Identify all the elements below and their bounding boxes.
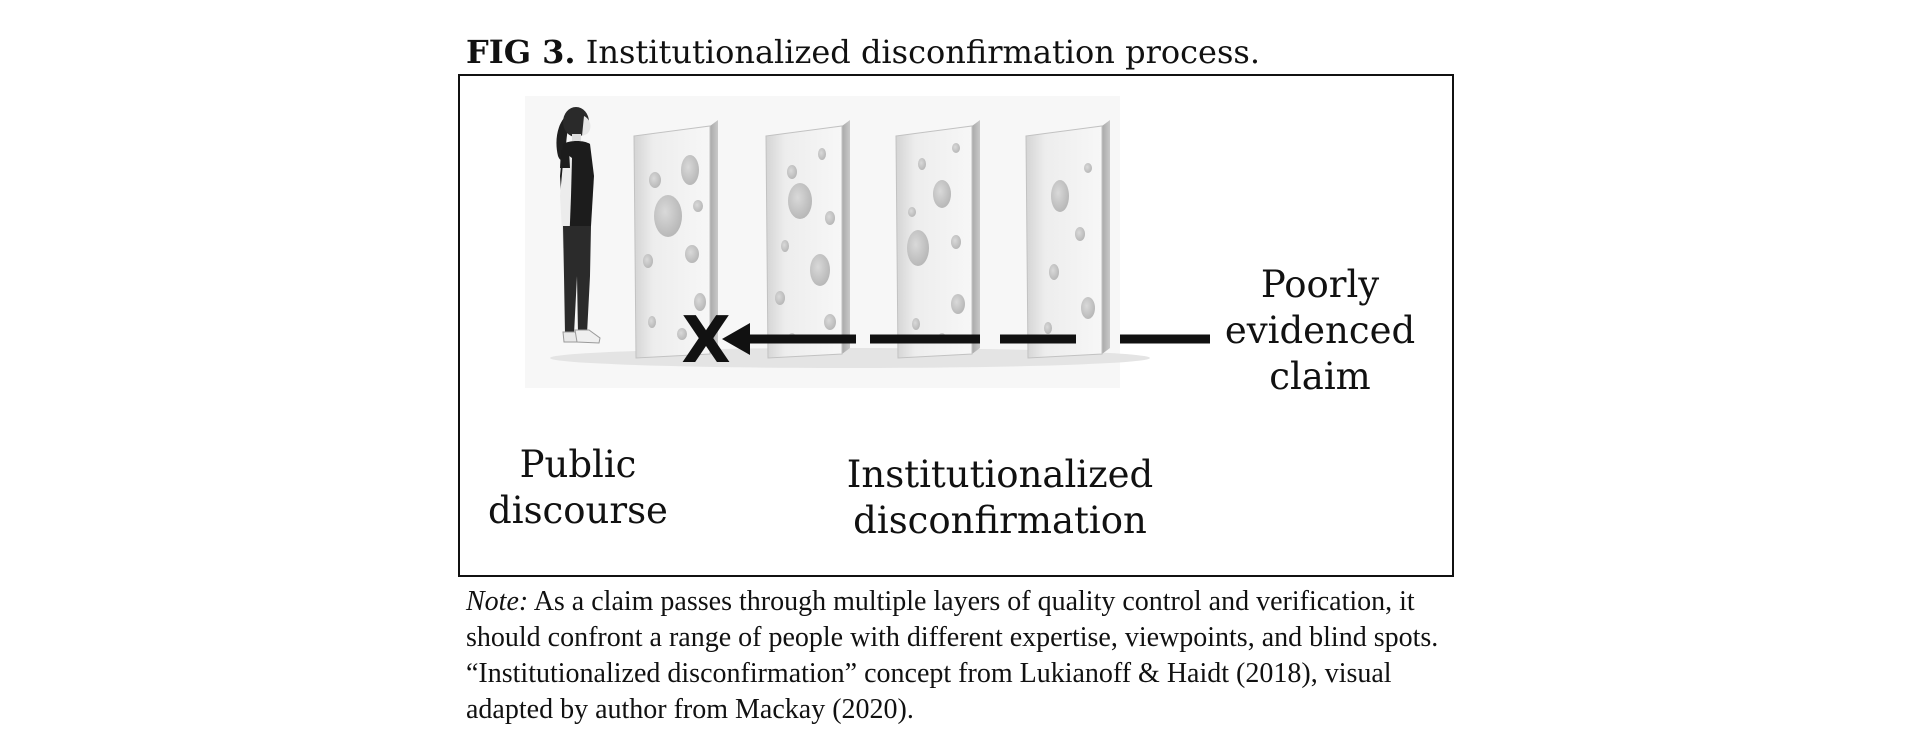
label-public-discourse: Public discourse (488, 443, 668, 532)
note-text: As a claim passes through multiple layer… (466, 586, 1439, 725)
swiss-cheese-diagram: X (525, 96, 1210, 388)
cheese-slice-2 (765, 120, 850, 359)
figure-title: Institutionalized disconfirmation proces… (585, 33, 1260, 71)
claim-arrow (722, 323, 1210, 355)
cheese-slice-3 (895, 120, 980, 359)
block-marker: X (681, 304, 730, 378)
figure-frame: X Public discourse Institutionalized dis… (458, 74, 1454, 577)
label-poorly-evidenced-claim: Poorly evidenced claim (1224, 263, 1416, 398)
figure-number: FIG 3. (466, 33, 576, 71)
label-institutionalized-disconfirmation: Institutionalized disconfirmation (846, 453, 1154, 542)
person-figure (556, 107, 601, 344)
cheese-slice-4 (1025, 120, 1110, 359)
cheese-slice-1 (633, 120, 718, 359)
note-label: Note: (466, 586, 529, 617)
figure-caption: FIG 3. Institutionalized disconfirmation… (466, 30, 1260, 74)
arrow-head (722, 323, 750, 355)
figure-note: Note: As a claim passes through multiple… (466, 584, 1466, 728)
